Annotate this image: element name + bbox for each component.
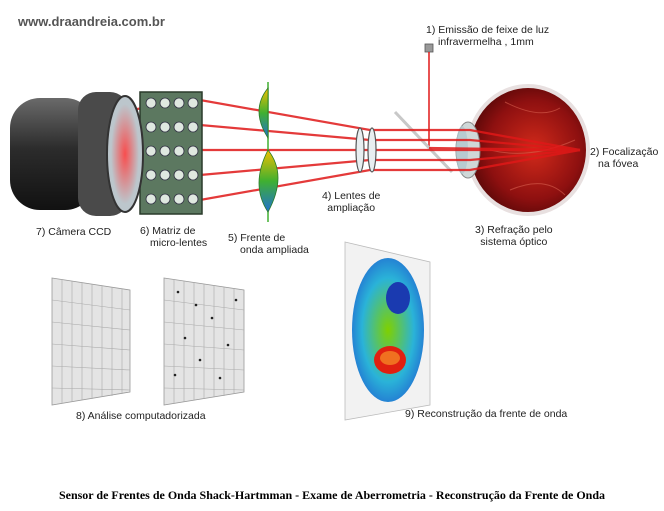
micro-lens-array <box>139 91 203 215</box>
label-step9: 9) Reconstrução da frente de onda <box>405 408 568 420</box>
label-step6-line1: 6) Matriz de <box>140 225 196 237</box>
label-step3: 3) Refração pelo sistema óptico <box>475 224 553 248</box>
label-step2-line2: na fóvea <box>598 158 639 170</box>
label-step1-line2: infravermelha , 1mm <box>438 36 534 48</box>
label-step3-line2: sistema óptico <box>480 236 548 248</box>
label-step3-line1: 3) Refração pelo <box>475 224 553 236</box>
aberrated-spot-grid <box>163 277 245 406</box>
figure-caption: Sensor de Frentes de Onda Shack-Hartmman… <box>58 488 606 502</box>
label-step5-line2: onda ampliada <box>240 244 309 256</box>
amplified-wavefront <box>258 82 279 222</box>
label-step6-line2: micro-lentes <box>150 237 208 249</box>
label-step5: 5) Frente de onda ampliada <box>228 232 309 256</box>
label-step2: 2) Focalização na fóvea <box>590 146 658 170</box>
label-step7: 7) Câmera CCD <box>36 226 112 238</box>
reference-spot-grid <box>51 277 131 406</box>
label-step4-line2: ampliação <box>327 202 376 214</box>
laser-emitter <box>424 43 434 148</box>
label-step8: 8) Análise computadorizada <box>76 410 206 422</box>
label-step4: 4) Lentes de ampliação <box>322 190 380 214</box>
label-step5-line1: 5) Frente de <box>228 232 286 244</box>
beam-splitter <box>393 110 454 174</box>
label-step4-line1: 4) Lentes de <box>322 190 381 202</box>
label-step2-line1: 2) Focalização <box>590 146 659 158</box>
label-step1-line1: 1) Emissão de feixe de luz <box>426 24 550 36</box>
wavefront-reconstruction <box>344 241 431 421</box>
label-step6: 6) Matriz de micro-lentes <box>140 225 207 249</box>
magnifying-lenses <box>355 127 377 173</box>
watermark: www.draandreia.com.br <box>18 14 165 29</box>
label-step1: 1) Emissão de feixe de luz infravermelha… <box>426 24 549 48</box>
ccd-camera <box>10 92 144 216</box>
